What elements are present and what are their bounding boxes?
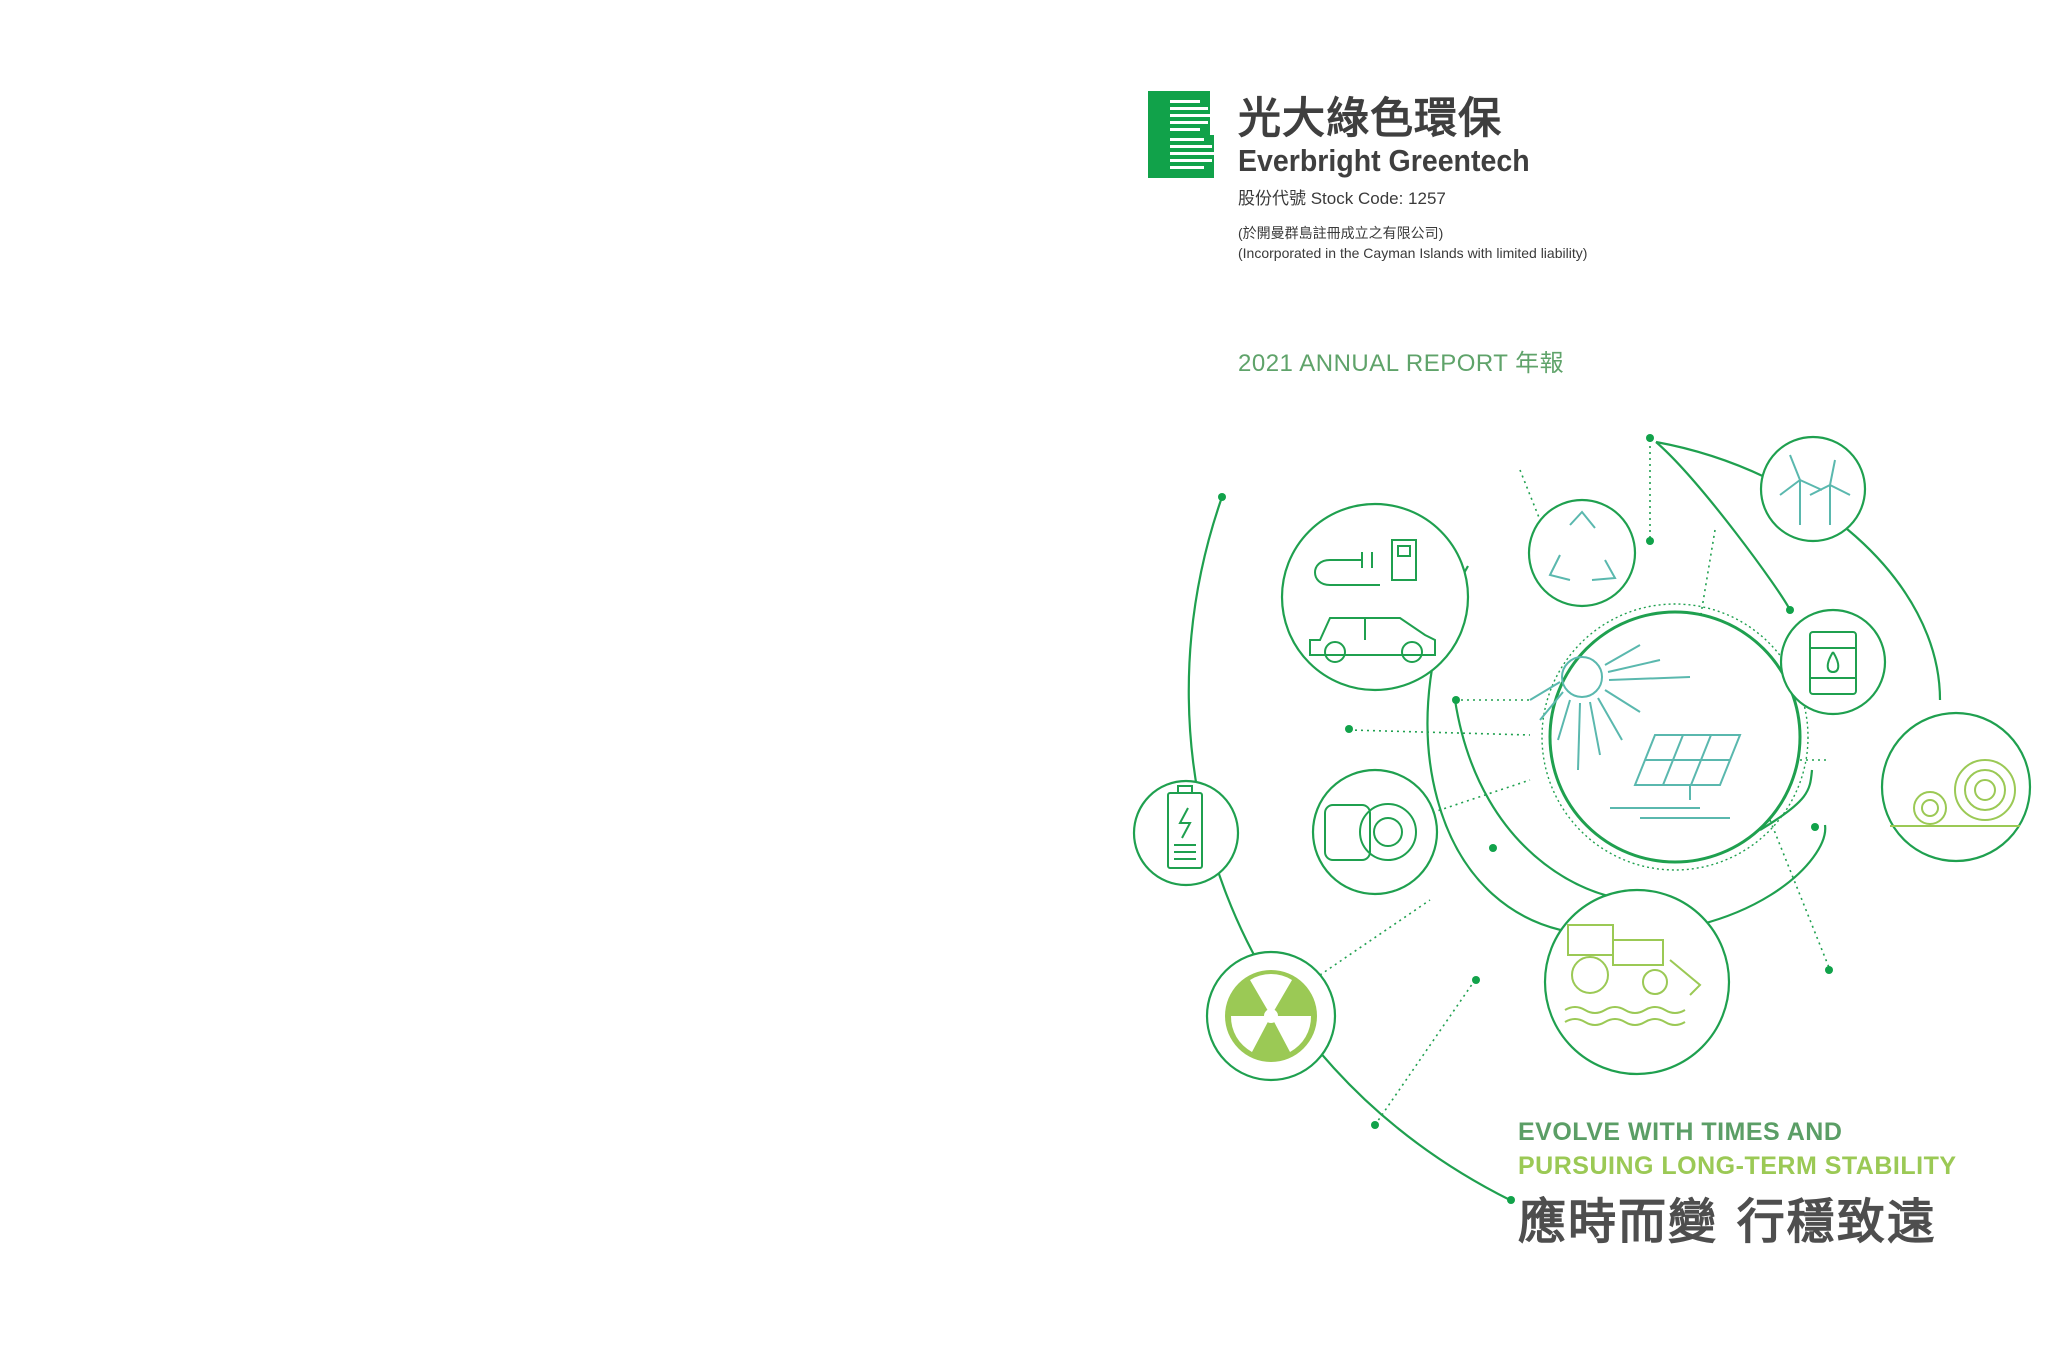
everbright-logo-icon — [1148, 91, 1218, 178]
tractor-icon — [1564, 924, 1702, 1026]
company-name-cn: 光大綠色環保 — [1238, 94, 1502, 144]
hay-bale-icon — [1890, 759, 2020, 827]
wind-turbine-icon — [1779, 454, 1851, 525]
ev-charging-icon — [1309, 539, 1436, 663]
company-name-en: Everbright Greentech — [1238, 143, 1530, 178]
radiation-icon — [1225, 970, 1317, 1062]
incorporation-en: (Incorporated in the Cayman Islands with… — [1238, 245, 1588, 261]
slogan-cn: 應時而變 行穩致遠 — [1518, 1194, 1937, 1250]
oil-barrel-icon — [1809, 631, 1857, 695]
tire-icon — [1324, 803, 1417, 861]
solar-energy-icon — [1529, 644, 1742, 819]
recycle-icon — [1548, 510, 1617, 581]
battery-icon — [1167, 785, 1203, 869]
slogan-line-2: PURSUING LONG-TERM STABILITY — [1518, 1152, 1957, 1180]
slogan-line-1: EVOLVE WITH TIMES AND — [1518, 1118, 1843, 1146]
report-title: 2021 ANNUAL REPORT 年報 — [1238, 350, 1565, 377]
incorporation-cn: (於開曼群島註冊成立之有限公司) — [1238, 225, 1444, 241]
stock-code: 股份代號 Stock Code: 1257 — [1238, 189, 1446, 208]
